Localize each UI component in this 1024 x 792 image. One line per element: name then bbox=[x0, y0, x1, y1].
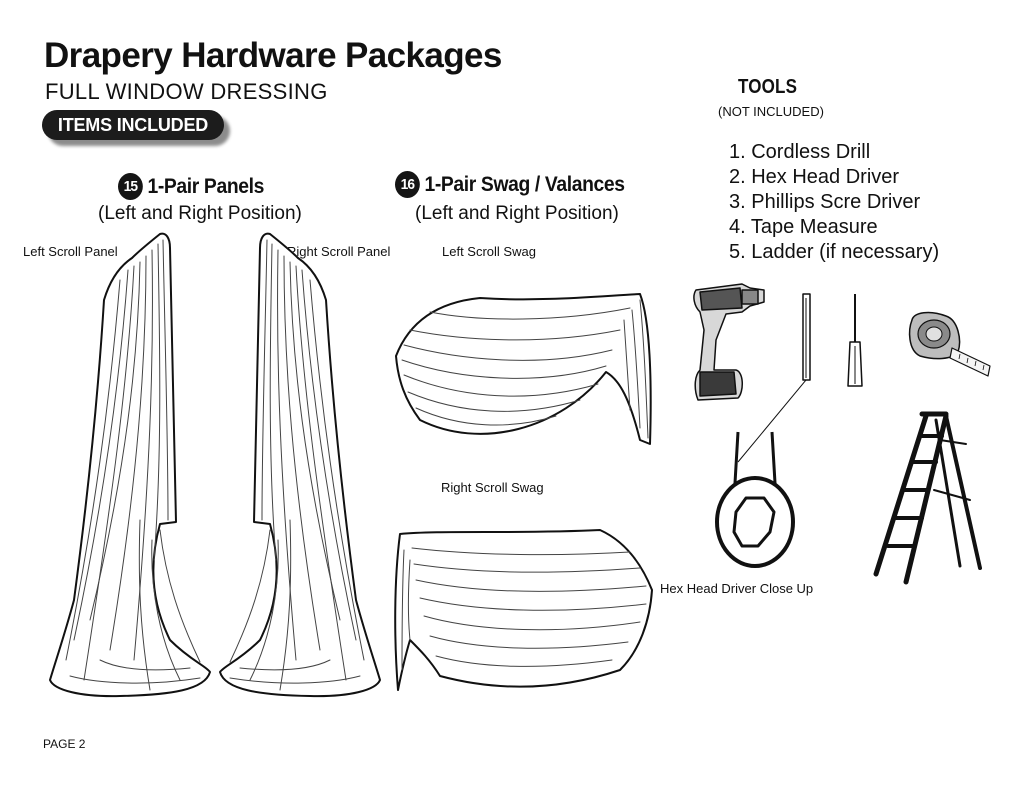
page-subtitle: FULL WINDOW DRESSING bbox=[45, 79, 328, 104]
tools-note: (NOT INCLUDED) bbox=[718, 104, 824, 119]
panels-heading-text: 1-Pair Panels bbox=[147, 174, 265, 198]
items-included-badge: ITEMS INCLUDED bbox=[42, 110, 224, 140]
hex-closeup-caption: Hex Head Driver Close Up bbox=[660, 581, 814, 596]
swags-position-text: (Left and Right Position) bbox=[415, 203, 619, 224]
page-number: PAGE 2 bbox=[43, 737, 86, 751]
item-number-badge: 16 bbox=[395, 171, 420, 198]
panels-position-text: (Left and Right Position) bbox=[98, 203, 302, 224]
list-item: 3. Phillips Scre Driver bbox=[729, 191, 921, 213]
right-panel-caption: Right Scroll Panel bbox=[287, 244, 391, 259]
right-swag-caption: Right Scroll Swag bbox=[441, 480, 544, 495]
tools-title: TOOLS bbox=[738, 76, 798, 98]
page-title: Drapery Hardware Packages bbox=[44, 36, 502, 75]
left-swag-caption: Left Scroll Swag bbox=[442, 244, 536, 259]
panels-heading: 15 1-Pair Panels bbox=[118, 173, 264, 200]
swags-heading-text: 1-Pair Swag / Valances bbox=[424, 172, 625, 196]
tools-list: 1. Cordless Drill 2. Hex Head Driver 3. … bbox=[729, 140, 939, 265]
item-number-badge: 15 bbox=[118, 173, 143, 200]
left-panel-caption: Left Scroll Panel bbox=[23, 244, 118, 259]
list-item: 5. Ladder (if necessary) bbox=[729, 241, 940, 263]
list-item: 4. Tape Measure bbox=[729, 216, 878, 238]
list-item: 2. Hex Head Driver bbox=[729, 166, 900, 188]
list-item: 1. Cordless Drill bbox=[729, 141, 871, 163]
swags-heading: 16 1-Pair Swag / Valances bbox=[395, 171, 625, 198]
